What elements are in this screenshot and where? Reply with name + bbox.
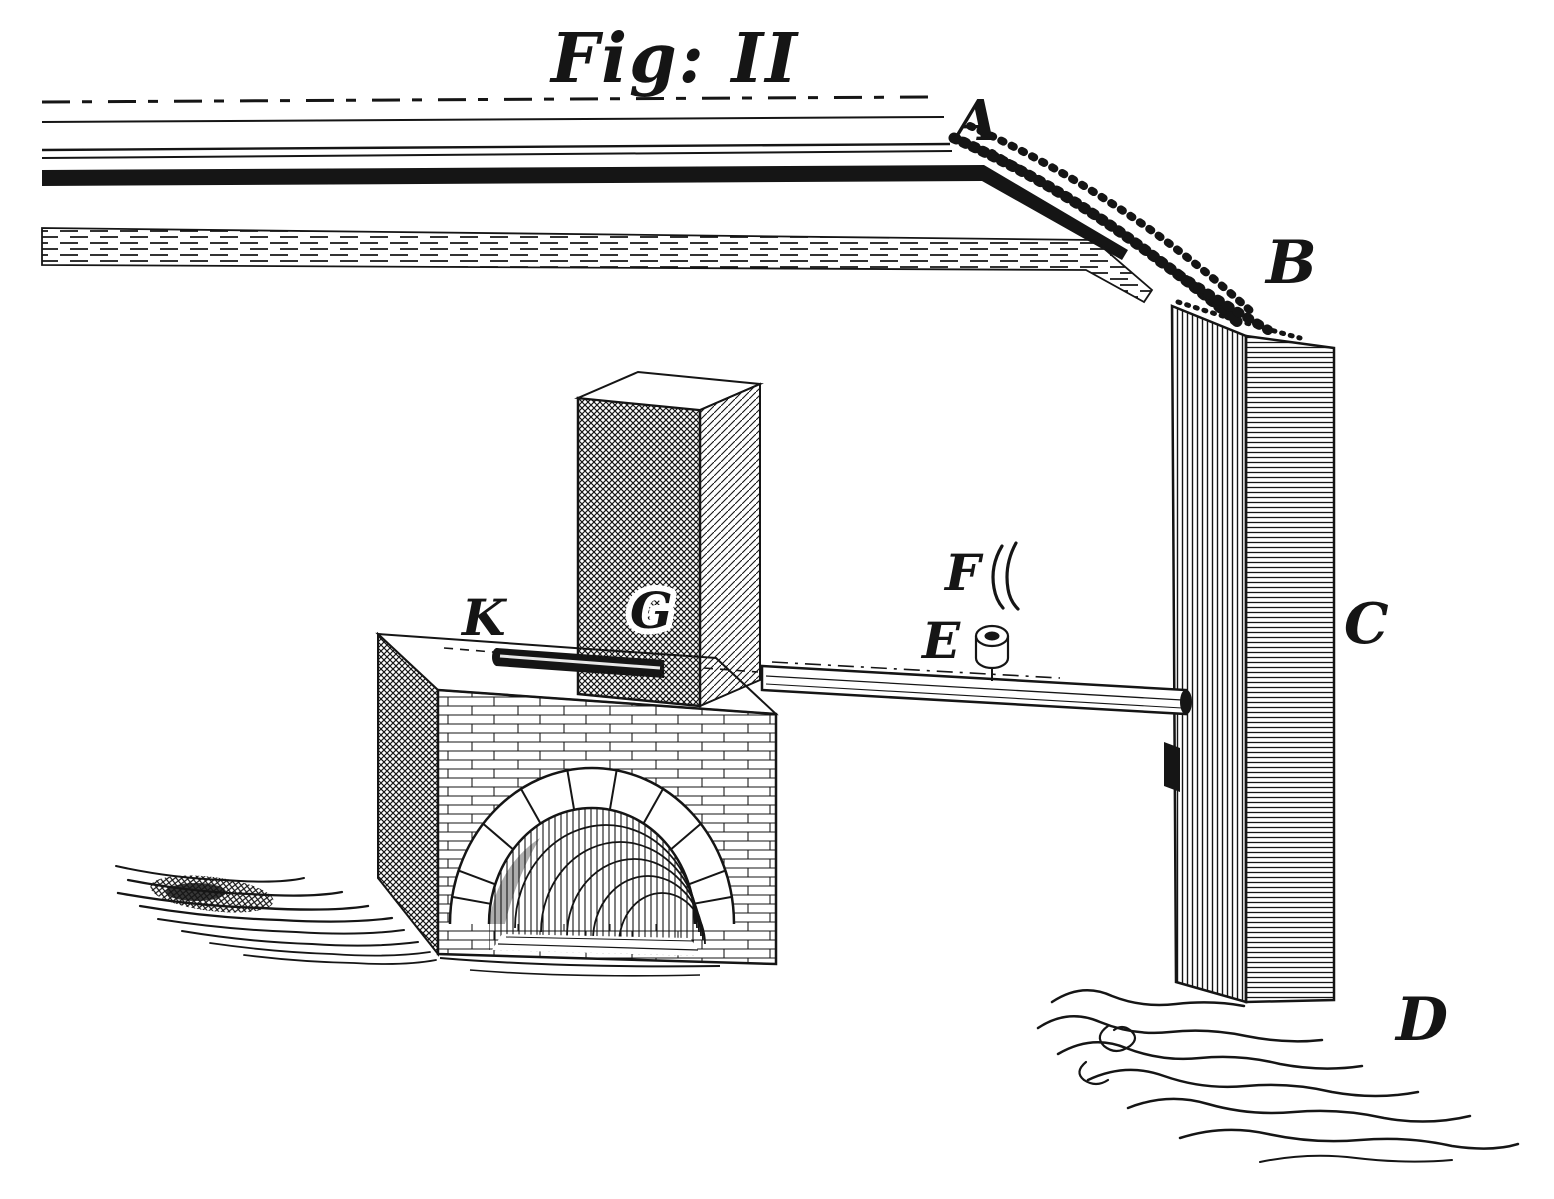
label-b: B bbox=[1264, 228, 1317, 298]
label-f: F bbox=[943, 543, 984, 602]
wall-front-face bbox=[1170, 304, 1248, 1004]
wall-pipe-bracket bbox=[1164, 742, 1180, 792]
pipe-end-cap bbox=[1180, 689, 1192, 715]
label-d: D bbox=[1394, 985, 1448, 1055]
channel-line-2 bbox=[41, 116, 945, 123]
tunnel-arc-4 bbox=[592, 875, 704, 941]
fitting-f bbox=[991, 541, 1020, 611]
horizontal-pipe bbox=[760, 661, 1192, 716]
water-swirl-2 bbox=[1078, 1060, 1110, 1086]
spray-stream-1 bbox=[948, 132, 1246, 330]
outflow-stream bbox=[1036, 989, 1520, 1163]
back-slab bbox=[574, 370, 764, 708]
base-ground-line-2 bbox=[469, 969, 701, 977]
head-water-channel bbox=[41, 95, 1154, 304]
label-k: K bbox=[460, 588, 508, 647]
tunnel-floor-line-2 bbox=[505, 936, 695, 942]
label-g: G bbox=[630, 581, 673, 640]
tunnel-arc-5 bbox=[618, 892, 706, 945]
fitting-e-bore bbox=[984, 631, 1000, 641]
pipe-shading-1 bbox=[765, 675, 1183, 701]
nozzle-highlight bbox=[499, 654, 661, 670]
tunnel-floor bbox=[492, 934, 702, 956]
spray-cluster bbox=[1155, 257, 1273, 335]
channel-dark-band bbox=[42, 165, 1128, 260]
channel-line-3 bbox=[41, 142, 951, 152]
arch-voussoirs bbox=[448, 766, 736, 925]
pipe-shading-2 bbox=[765, 683, 1183, 709]
ground-shadow bbox=[115, 865, 437, 965]
figure-title: Fig: II bbox=[549, 19, 799, 99]
shadow-blob-core bbox=[166, 883, 226, 901]
overflow-spray bbox=[948, 122, 1273, 335]
nozzle-end-cap bbox=[492, 648, 502, 666]
water-swirl-1 bbox=[1098, 1024, 1137, 1053]
label-e: E bbox=[920, 611, 961, 670]
slab-side-face bbox=[699, 382, 761, 708]
nozzle-pipe bbox=[492, 648, 664, 678]
tunnel-floor-line-1 bbox=[497, 943, 699, 951]
fitting-e bbox=[974, 624, 1010, 681]
channel-hatched-band bbox=[41, 227, 1154, 304]
channel-line-4 bbox=[41, 150, 953, 159]
furnace-structure bbox=[375, 631, 779, 977]
label-c: C bbox=[1344, 591, 1389, 657]
channel-top-dashed-line bbox=[41, 95, 931, 104]
wall-side-face bbox=[1244, 334, 1336, 1004]
spray-stream-2 bbox=[966, 122, 1260, 320]
label-a: A bbox=[950, 88, 998, 154]
base-ground-line-1 bbox=[439, 957, 721, 968]
tunnel-shade bbox=[489, 838, 540, 924]
pipe-dash-line bbox=[771, 661, 1061, 679]
standpipe-wall bbox=[1164, 299, 1336, 1004]
